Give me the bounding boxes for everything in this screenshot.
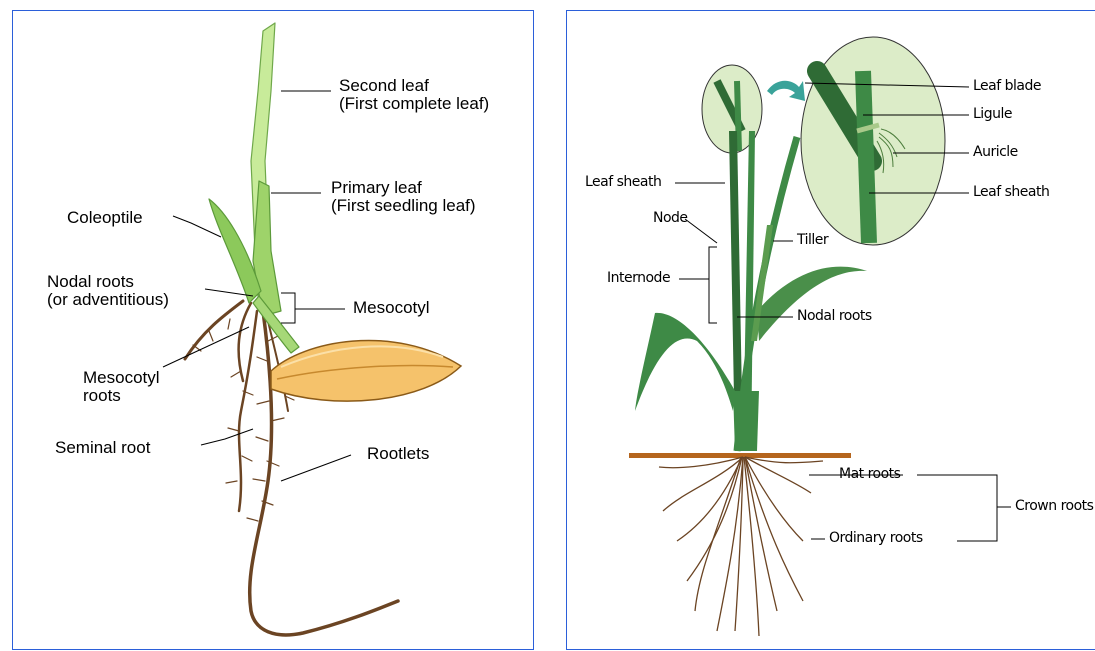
mature-plant-illustration (567, 11, 1095, 651)
label-leaf-sheath: Leaf sheath (585, 175, 661, 190)
label-rootlets: Rootlets (367, 445, 429, 463)
label-nodal-roots: Nodal roots (or adventitious) (47, 273, 169, 309)
label-mat-roots: Mat roots (839, 467, 900, 482)
label-seminal-root: Seminal root (55, 439, 150, 457)
label-nodal-roots-right: Nodal roots (797, 309, 872, 324)
label-second-leaf: Second leaf (First complete leaf) (339, 77, 489, 113)
label-primary-leaf: Primary leaf (First seedling leaf) (331, 179, 476, 215)
label-ligule: Ligule (973, 107, 1012, 122)
mature-plant-panel: Leaf blade Ligule Auricle Leaf sheath Le… (566, 10, 1095, 650)
large-inset (801, 37, 945, 245)
label-tiller: Tiller (797, 233, 828, 248)
label-leaf-sheath-inset: Leaf sheath (973, 185, 1049, 200)
plant-roots (659, 457, 823, 636)
label-crown-roots: Crown roots (1015, 499, 1093, 514)
label-coleoptile: Coleoptile (67, 209, 143, 227)
primary-leaf-shape (253, 181, 281, 316)
label-auricle: Auricle (973, 145, 1018, 160)
label-leaf-blade: Leaf blade (973, 79, 1041, 94)
label-mesocotyl-roots: Mesocotyl roots (83, 369, 160, 405)
nodal-root-shape (185, 301, 243, 359)
label-internode: Internode (607, 271, 670, 286)
magnify-arrow-icon (767, 81, 805, 101)
shoot (209, 23, 299, 353)
label-ordinary-roots: Ordinary roots (829, 531, 923, 546)
seed-shape (271, 340, 461, 401)
seedling-panel: Second leaf (First complete leaf) Primar… (12, 10, 534, 650)
label-mesocotyl: Mesocotyl (353, 299, 430, 317)
label-node: Node (653, 211, 688, 226)
